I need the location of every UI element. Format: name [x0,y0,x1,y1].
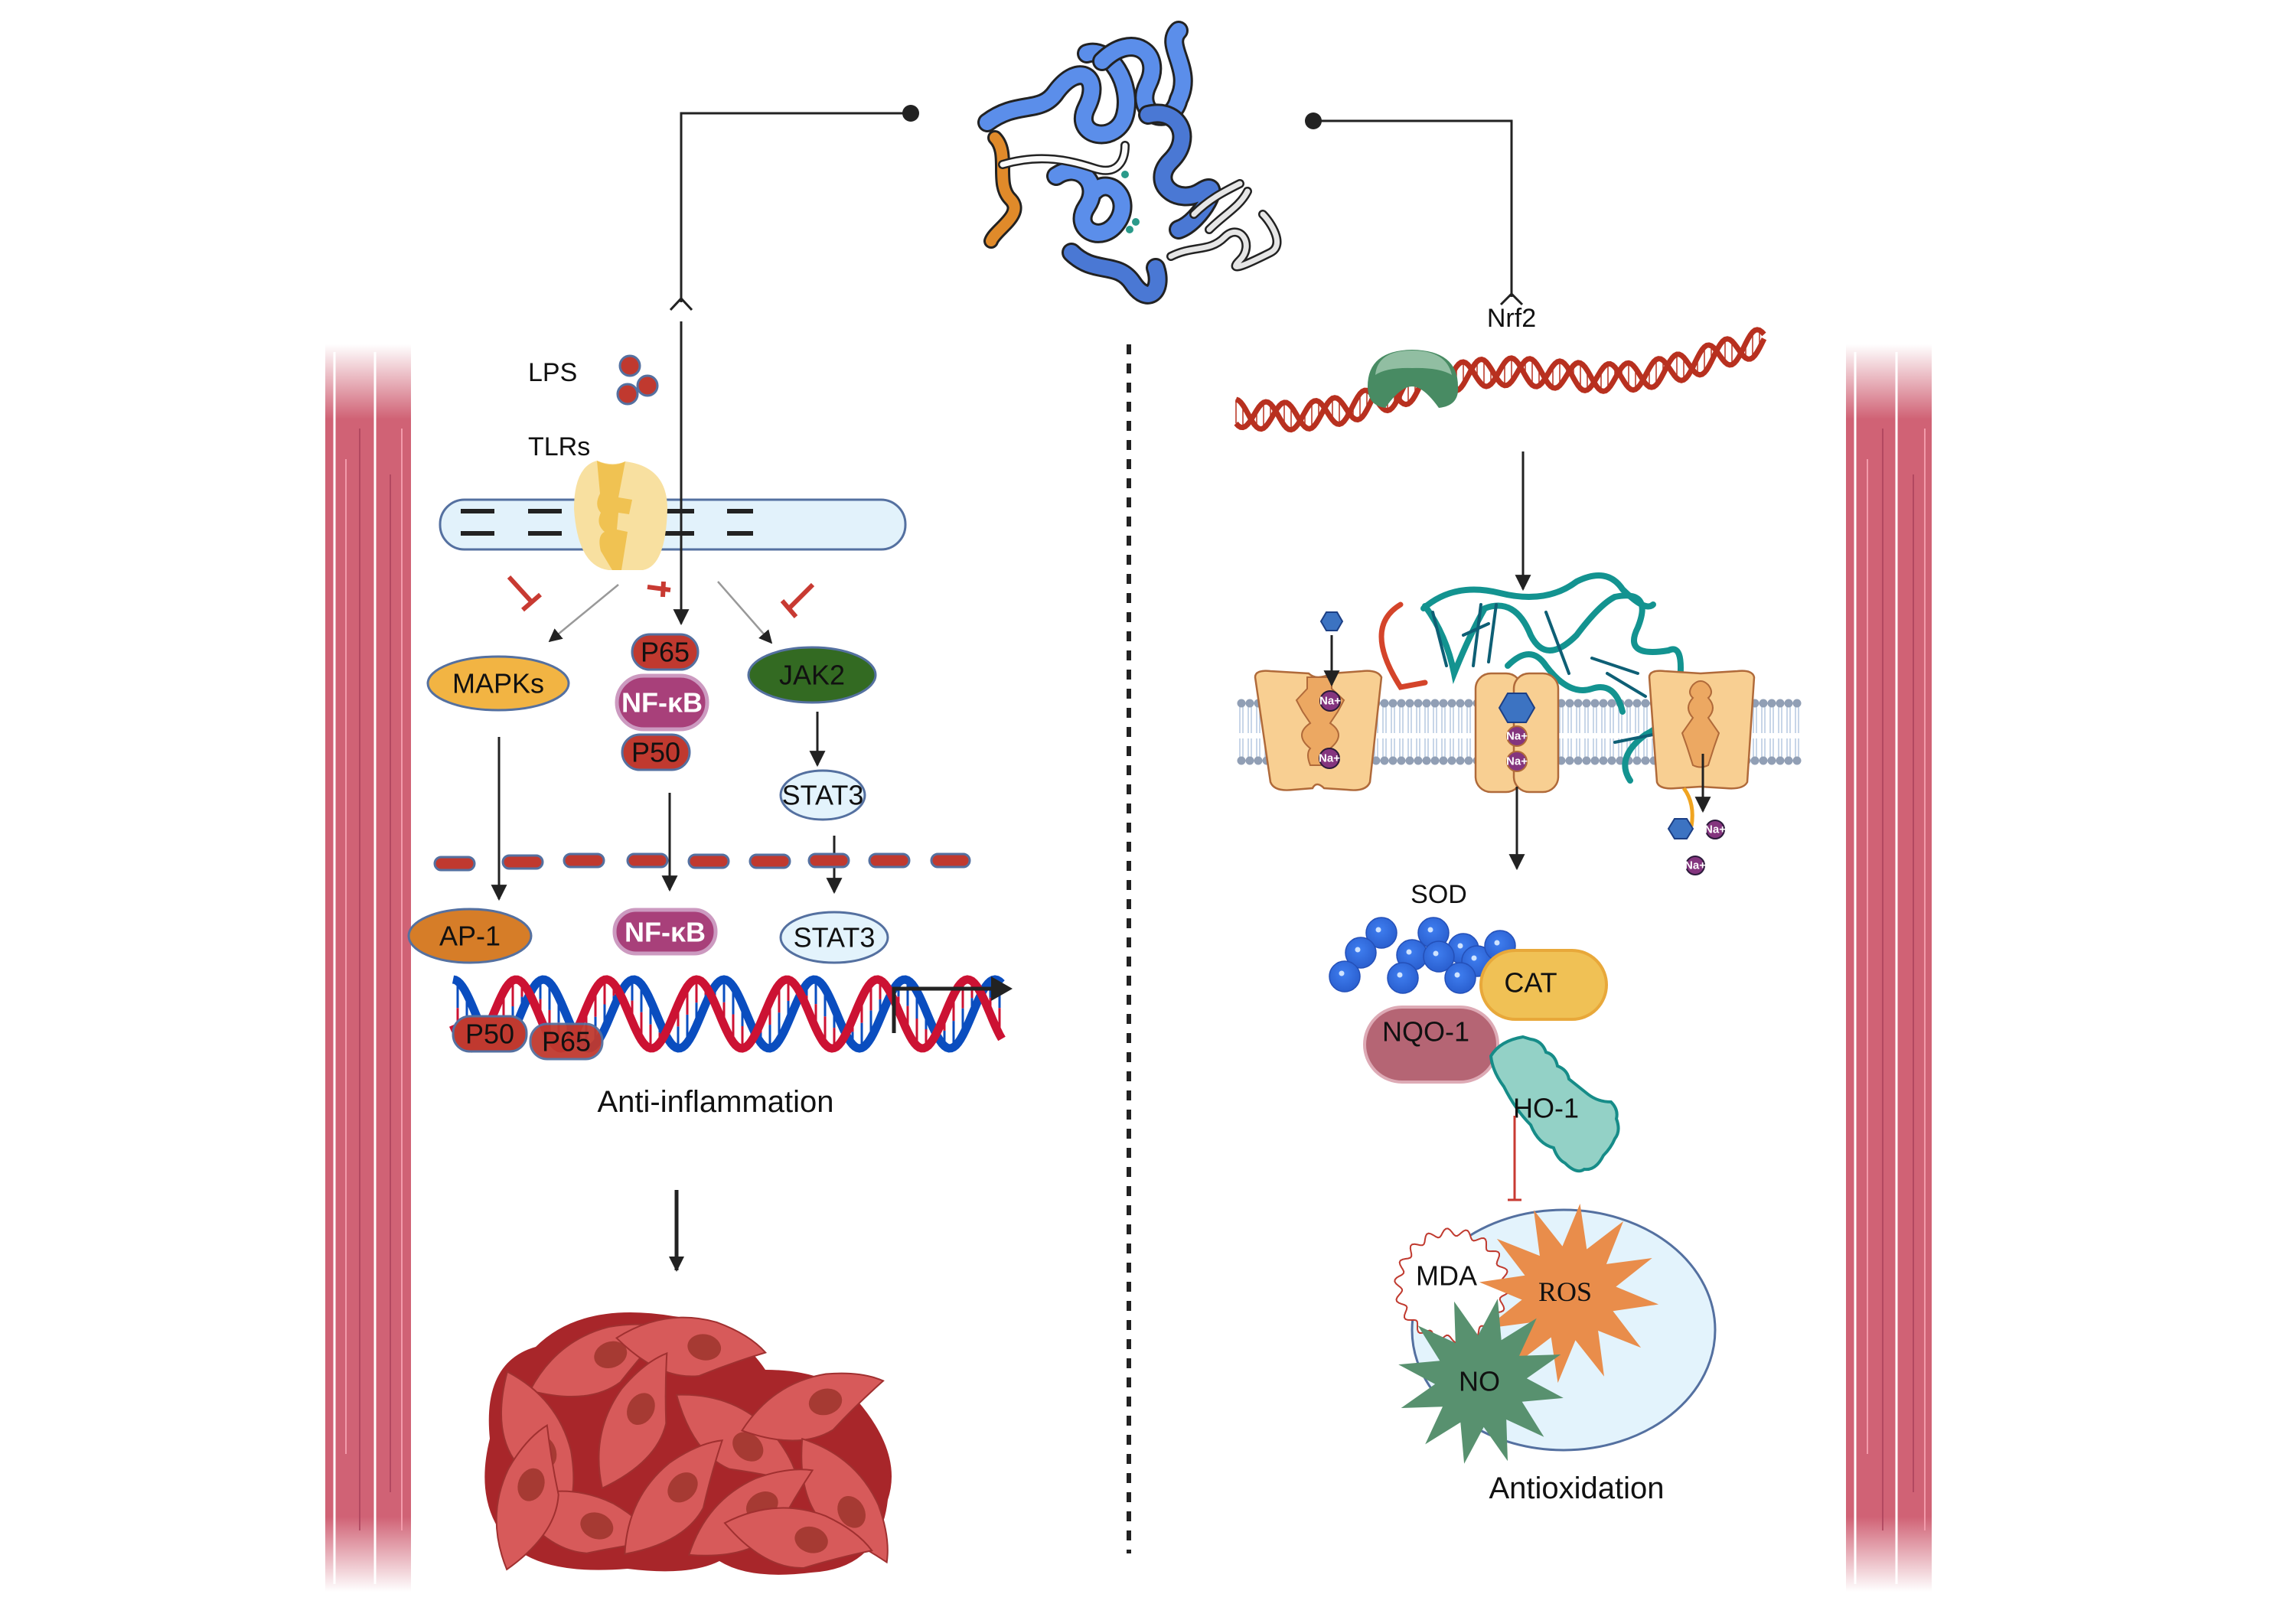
svg-text:HO-1: HO-1 [1513,1093,1579,1124]
transporter-2-icon: Na+ Na+ [1474,672,1560,794]
p50-node: P50 [621,733,691,771]
stat3-nuclear-node: STAT3 [779,911,889,964]
no-node: NO [1398,1299,1564,1464]
anti-inflammation-label: Anti-inflammation [597,1085,833,1119]
svg-text:NF-κB: NF-κB [621,687,703,719]
inhibition-oxidants-icon [1508,1116,1521,1201]
na-ion-label: Na+ [1506,755,1528,768]
muscle-fiber-left [325,344,411,1592]
svg-text:NO: NO [1459,1366,1500,1397]
svg-text:NQO-1: NQO-1 [1382,1016,1469,1048]
lps-molecules-icon [616,354,659,406]
right-top-connector [1305,112,1524,306]
svg-text:P50: P50 [631,737,680,768]
left-top-connector [669,105,919,311]
cell-membrane-left [439,498,907,551]
na-ion-label: Na+ [1319,695,1341,708]
muscle-fiber-right [1846,344,1932,1592]
svg-text:CAT: CAT [1504,967,1557,999]
p65-node: P65 [631,633,700,671]
antioxidation-label: Antioxidation [1489,1472,1664,1505]
tlr-receptor-icon [574,461,667,570]
p65-dna-bound-node: P65 [529,1022,604,1061]
svg-text:P65: P65 [542,1026,591,1058]
tlrs-label: TLRs [528,432,590,461]
svg-text:STAT3: STAT3 [782,780,864,811]
sod-label: SOD [1411,880,1467,909]
na-ion-label: Na+ [1684,859,1706,872]
arrow-to-mapks [548,584,619,643]
p50-dna-bound-node: P50 [452,1015,528,1053]
transporter-1-icon: Na+ Na+ [1254,611,1383,791]
svg-text:AP-1: AP-1 [439,921,501,952]
transporter-3-icon: Na+ Na+ [1648,670,1756,875]
svg-text:STAT3: STAT3 [794,922,876,953]
svg-text:ROS: ROS [1538,1276,1592,1307]
sod-enzyme-cluster-icon [1329,917,1516,994]
svg-text:MAPKs: MAPKs [452,668,544,699]
dna-helix-right [1234,327,1767,433]
nrf2-protein-icon [1368,350,1459,408]
ho1-enzyme-node: HO-1 [1489,1035,1620,1173]
svg-text:JAK2: JAK2 [779,660,845,691]
nqo1-enzyme-node: NQO-1 [1363,1006,1499,1084]
cat-enzyme-node: CAT [1479,949,1608,1021]
ros-node: ROS [1479,1203,1659,1384]
nfkb-nuclear-node: NF-κB [612,908,718,956]
dna-helix-left [448,975,1006,1053]
cardiomyocyte-cell-cluster [484,1312,892,1575]
na-ion-label: Na+ [1319,752,1340,765]
svg-text:P65: P65 [641,637,690,668]
stat3-cytoplasm-node: STAT3 [779,769,866,821]
mapks-node: MAPKs [426,655,570,712]
nrf2-label: Nrf2 [1487,304,1536,333]
nfkb-node: NF-κB [615,673,709,732]
protein-ribbon-structure [977,21,1282,305]
na-ion-label: Na+ [1506,730,1528,743]
nuclear-membrane [433,852,971,872]
inhibition-nfkb-icon [647,581,671,598]
lps-label: LPS [528,358,577,387]
inhibition-jak2-icon [780,582,815,618]
svg-text:MDA: MDA [1416,1260,1477,1292]
svg-text:P50: P50 [465,1019,514,1050]
ap1-node: AP-1 [407,908,533,964]
mda-node: MDA [1394,1227,1510,1344]
svg-text:NF-κB: NF-κB [625,917,706,948]
na-ion-label: Na+ [1704,823,1726,836]
inhibition-mapks-icon [507,575,542,612]
arrow-to-jak2 [717,581,773,644]
jak2-node: JAK2 [747,646,877,704]
transcription-start-arrow-icon [892,976,1013,1033]
